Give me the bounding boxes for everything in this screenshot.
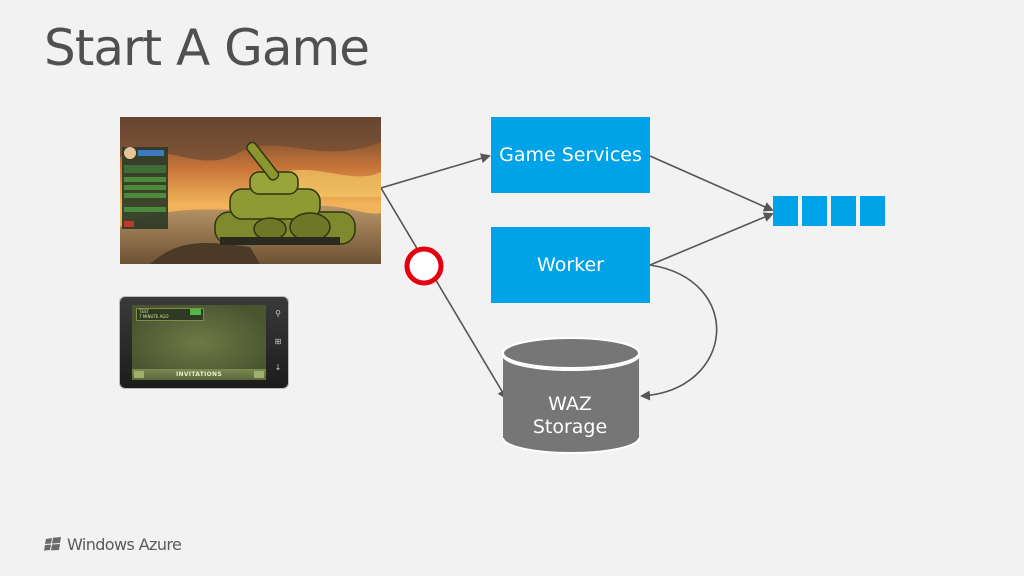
phone-top-line2: 7 MINUTE AGO (139, 314, 169, 319)
slide-title: Start A Game (44, 19, 370, 77)
arrow-client-to-game-services (380, 153, 491, 189)
storage-label-line1: WAZ (548, 393, 592, 415)
phone-search-icon: ⚲ (275, 309, 281, 318)
phone-invitations-label: INVITATIONS (175, 371, 222, 378)
arrow-game-services-to-queue (649, 155, 774, 212)
phone-top-bar: TEST 7 MINUTE AGO (136, 308, 204, 321)
arrow-worker-to-queue (649, 212, 774, 266)
queue-cell (773, 196, 798, 226)
brand-logo: Windows Azure (44, 533, 182, 555)
blocked-marker-icon (404, 246, 444, 286)
phone-bottom-bar (132, 369, 266, 380)
phone-go-icon (190, 309, 201, 315)
phone-screen: TEST 7 MINUTE AGO INVITATIONS (132, 305, 266, 380)
phone-corner-icon (254, 371, 264, 378)
queue-cell (802, 196, 827, 226)
phone-device: TEST 7 MINUTE AGO INVITATIONS ⚲ ⊞ ↓ (120, 297, 288, 388)
game-screenshot (120, 117, 381, 264)
queue-cell (860, 196, 885, 226)
phone-windows-icon: ⊞ (274, 337, 282, 346)
arrow-client-to-storage (380, 187, 508, 400)
windows-flag-icon (44, 537, 61, 551)
phone-top-line1: TEST (139, 309, 149, 314)
phone-corner-icon (134, 371, 144, 378)
phone-back-icon: ↓ (274, 363, 282, 372)
storage-label-line2: Storage (532, 416, 608, 438)
storage-label: WAZ Storage (502, 393, 638, 439)
game-services-node: Game Services (491, 117, 650, 193)
queue-cell (831, 196, 856, 226)
arrow-worker-to-storage (640, 264, 718, 401)
brand-name: Windows Azure (67, 534, 182, 554)
worker-node: Worker (491, 227, 650, 303)
storage-cylinder (502, 337, 640, 454)
